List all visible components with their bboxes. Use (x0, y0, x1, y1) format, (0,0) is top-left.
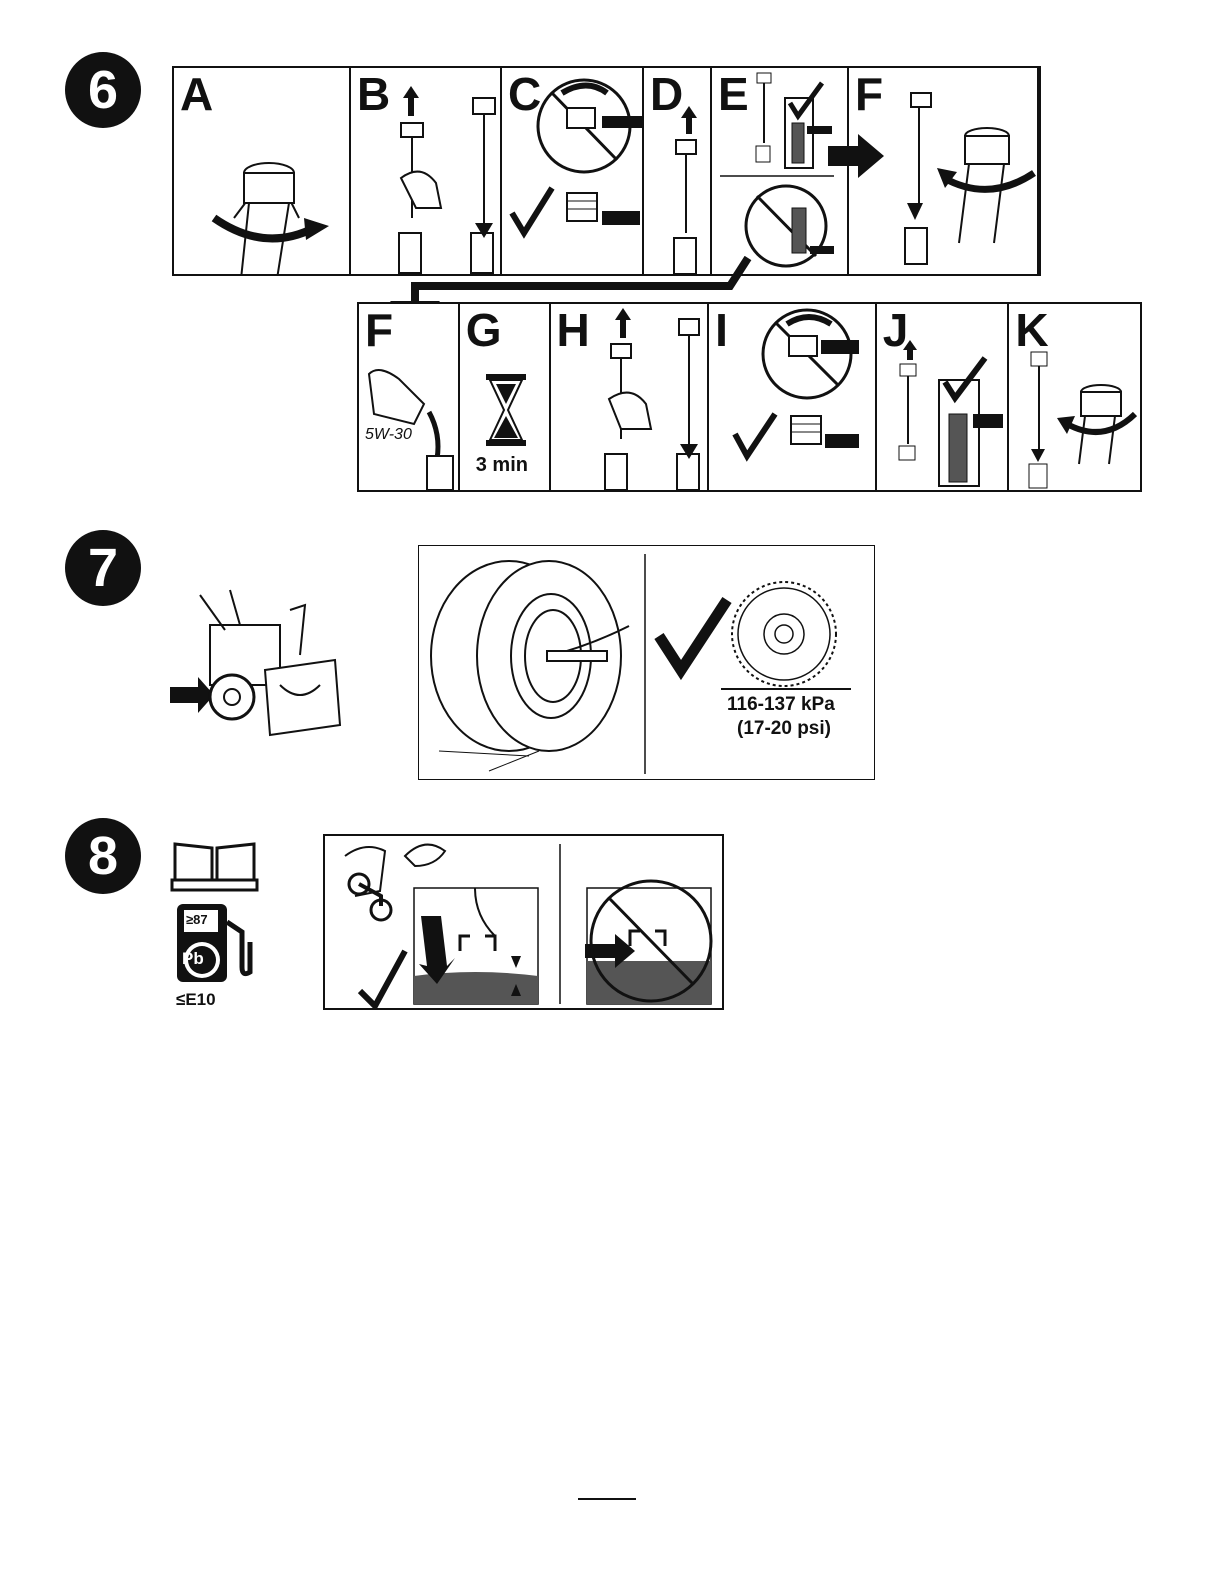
octane-label: ≥87 (186, 912, 208, 927)
step-8-badge: 8 (65, 818, 141, 894)
ethanol-limit-label: ≤E10 (176, 990, 216, 1010)
tighten-cap-illustration (1009, 304, 1140, 490)
panel-a: A (174, 68, 351, 274)
pressure-kpa-label: 116-137 kPa (727, 694, 835, 716)
no-lead-label: Pb (182, 949, 204, 969)
remove-dipstick-illustration (644, 68, 712, 274)
wait-time-label: 3 min (476, 454, 528, 477)
fuel-fill-box (323, 834, 724, 1010)
fuel-fill-level-illustration (325, 836, 722, 1008)
snowthrower-tire-location-illustration (170, 585, 350, 755)
panel-j: J (877, 304, 1010, 490)
do-not-turn-cap-illustration (502, 68, 644, 274)
panel-h: H (551, 304, 710, 490)
pour-oil-illustration (359, 304, 460, 490)
operator-manual-icon (170, 836, 260, 896)
panel-i: I (709, 304, 877, 490)
next-arrow-icon (828, 134, 888, 184)
do-not-turn-cap-illustration (709, 304, 877, 490)
footer-rule (578, 1498, 636, 1500)
panel-b: B (351, 68, 502, 274)
panel-f-fill: F 5W-30 (359, 304, 460, 490)
wipe-dipstick-illustration (351, 68, 502, 274)
panel-k: K (1009, 304, 1140, 490)
wipe-dipstick-illustration (551, 304, 710, 490)
step-7-badge: 7 (65, 530, 141, 606)
dipstick-cap-turn-illustration (174, 68, 351, 274)
panel-d: D (644, 68, 712, 274)
oil-grade-label: 5W-30 (365, 426, 412, 444)
step-6-badge: 6 (65, 52, 141, 128)
step-6-row-1: A B C (172, 66, 1041, 276)
step-6-row-2: F 5W-30 G 3 min H (357, 302, 1142, 492)
tire-pressure-illustration (419, 546, 876, 781)
tire-pressure-box: 116-137 kPa (17-20 psi) (418, 545, 875, 780)
panel-g: G 3 min (460, 304, 551, 490)
panel-c: C (502, 68, 644, 274)
pressure-psi-label: (17-20 psi) (737, 718, 831, 740)
check-oil-level-illustration (877, 304, 1010, 490)
